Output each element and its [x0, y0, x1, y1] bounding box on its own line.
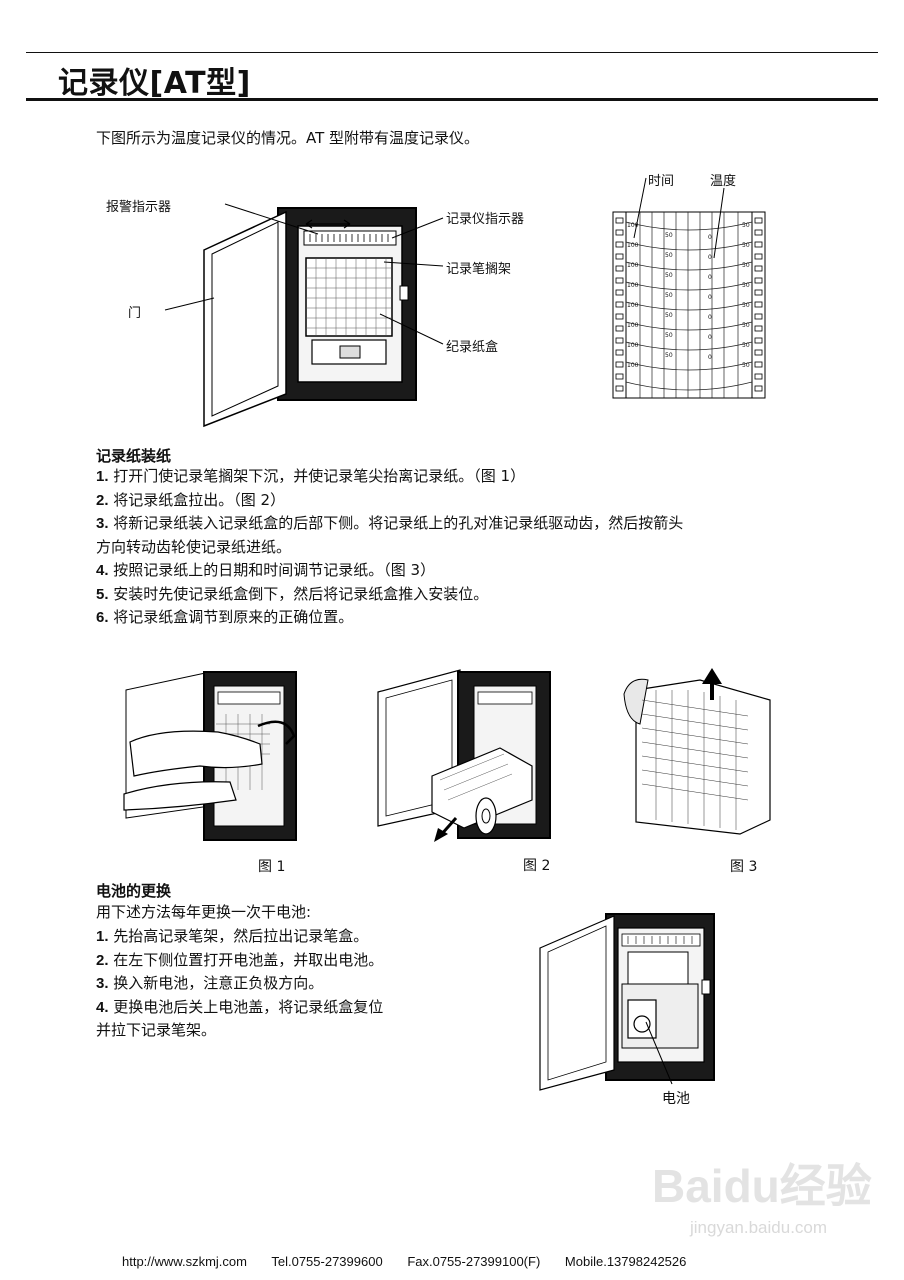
tick-label: 100: [627, 222, 639, 229]
step-item: 方向转动齿轮使记录纸进纸。: [96, 536, 856, 560]
step-number: 2.: [96, 491, 109, 509]
step-item: 5. 安装时先使记录纸盒倒下，然后将记录纸盒推入安装位。: [96, 583, 856, 607]
figure-2-caption: 图 2: [523, 858, 551, 874]
tick-label: 50: [742, 302, 750, 309]
watermark-url: jingyan.baidu.com: [690, 1218, 828, 1237]
step-item: 3. 将新记录纸装入记录纸盒的后部下侧。将记录纸上的孔对准记录纸驱动齿，然后按箭…: [96, 512, 856, 536]
tick-label: 0: [708, 354, 712, 361]
footer-fax: Fax.0755-27399100(F): [407, 1254, 541, 1269]
tick-label: 0: [708, 274, 712, 281]
footer-website: http://www.szkmj.com: [122, 1254, 247, 1269]
label-paper-box: 纪录纸盒: [446, 340, 499, 355]
step-number: 2.: [96, 951, 109, 969]
step-text: 更换电池后关上电池盖，将记录纸盒复位: [108, 997, 384, 1016]
step-text: 先抬高记录笔架，然后拉出记录笔盒。: [108, 927, 369, 945]
step-item: 1. 先抬高记录笔架，然后拉出记录笔盒。: [96, 925, 516, 949]
battery-steps-list: 1. 先抬高记录笔架，然后拉出记录笔盒。 2. 在左下侧位置打开电池盖，并取出电…: [96, 925, 516, 1043]
step-item: 并拉下记录笔架。: [96, 1019, 516, 1043]
step-number: 4.: [96, 998, 109, 1016]
step-text: 打开门使记录笔搁架下沉，并使记录笔尖抬离记录纸。（图 1）: [108, 467, 526, 485]
tick-label: 50: [742, 262, 750, 269]
footer-contact: http://www.szkmj.com Tel.0755-27399600 F…: [122, 1254, 706, 1269]
step-text: 将记录纸盒拉出。（图 2）: [108, 490, 286, 509]
step-text: 并拉下记录笔架。: [96, 1021, 217, 1039]
step-text: 方向转动齿轮使记录纸进纸。: [96, 537, 292, 556]
tick-label: 0: [708, 334, 712, 341]
figure-1-caption: 图 1: [258, 859, 286, 875]
tick-label: 50: [665, 352, 673, 359]
step-text: 在左下侧位置打开电池盖，并取出电池。: [108, 950, 384, 969]
tick-label: 100: [627, 282, 639, 289]
tick-label: 100: [627, 362, 639, 369]
watermark-logo: Baidu经验: [652, 1160, 872, 1212]
paper-section-heading: 记录纸装纸: [96, 447, 172, 465]
step-text: 按照记录纸上的日期和时间调节记录纸。（图 3）: [108, 561, 436, 579]
label-door: 门: [128, 306, 142, 321]
tick-label: 50: [742, 242, 750, 249]
chart-ticks-left: 100 100 100 100 100 100 100 100: [627, 216, 647, 376]
step-number: 1.: [96, 928, 109, 945]
tick-label: 100: [627, 262, 639, 269]
step-text: 换入新电池，注意正负极方向。: [108, 974, 324, 992]
battery-label: 电池: [662, 1091, 690, 1107]
step-item: 2. 在左下侧位置打开电池盖，并取出电池。: [96, 949, 516, 973]
step-number: 5.: [96, 585, 109, 603]
tick-label: 0: [708, 314, 712, 321]
step-item: 1. 打开门使记录笔搁架下沉，并使记录笔尖抬离记录纸。（图 1）: [96, 465, 856, 489]
chart-ticks-right: 50 50 50 50 50 50 50 50: [742, 216, 754, 376]
tick-label: 50: [665, 332, 673, 339]
footer-tel: Tel.0755-27399600: [271, 1254, 383, 1269]
tick-label: 50: [742, 222, 750, 229]
figure-3-caption: 图 3: [730, 859, 758, 875]
step-number: 3.: [96, 975, 109, 992]
tick-label: 0: [708, 234, 712, 241]
footer-mobile: Mobile.13798242526: [564, 1254, 687, 1269]
tick-label: 50: [742, 282, 750, 289]
step-item: 2. 将记录纸盒拉出。（图 2）: [96, 489, 856, 513]
tick-label: 100: [627, 322, 639, 329]
tick-label: 100: [627, 342, 639, 349]
step-item: 4. 按照记录纸上的日期和时间调节记录纸。（图 3）: [96, 559, 856, 583]
step-number: 6.: [96, 609, 109, 626]
intro-text: 下图所示为温度记录仪的情况。AT 型附带有温度记录仪。: [96, 129, 480, 147]
step-number: 4.: [96, 562, 109, 579]
tick-label: 0: [708, 254, 712, 261]
step-item: 4. 更换电池后关上电池盖，将记录纸盒复位: [96, 996, 516, 1020]
tick-label: 100: [627, 302, 639, 309]
tick-label: 50: [665, 312, 673, 319]
tick-label: 50: [665, 272, 673, 279]
battery-section-heading: 电池的更换: [96, 882, 172, 900]
tick-label: 50: [665, 292, 673, 299]
step-number: 1.: [96, 468, 109, 485]
step-text: 将新记录纸装入记录纸盒的后部下侧。将记录纸上的孔对准记录纸驱动齿，然后按箭头: [108, 514, 684, 532]
step-text: 将记录纸盒调节到原来的正确位置。: [108, 608, 354, 626]
page-title: 记录仪[AT型]: [58, 66, 251, 101]
tick-label: 50: [665, 232, 673, 239]
step-number: 3.: [96, 515, 109, 532]
tick-label: 50: [742, 362, 750, 369]
header-rule-bottom: [26, 98, 878, 101]
label-time: 时间: [648, 174, 675, 189]
tick-label: 100: [627, 242, 639, 249]
tick-label: 50: [665, 252, 673, 259]
tick-label: 50: [742, 322, 750, 329]
battery-intro: 用下述方法每年更换一次干电池:: [96, 903, 312, 921]
step-item: 3. 换入新电池，注意正负极方向。: [96, 972, 516, 996]
label-recorder-indicator: 记录仪指示器: [446, 212, 525, 227]
paper-steps-list: 1. 打开门使记录笔搁架下沉，并使记录笔尖抬离记录纸。（图 1） 2. 将记录纸…: [96, 465, 856, 630]
tick-label: 0: [708, 294, 712, 301]
label-pen-holder: 记录笔搁架: [446, 262, 512, 277]
chart-ticks-zero: 0 0 0 0 0 0 0: [708, 228, 718, 368]
tick-label: 50: [742, 342, 750, 349]
header-rule-top: [26, 52, 878, 53]
chart-ticks-middle: 50 50 50 50 50 50 50: [665, 226, 679, 366]
step-item: 6. 将记录纸盒调节到原来的正确位置。: [96, 606, 856, 630]
label-temperature: 温度: [710, 174, 737, 189]
step-text: 安装时先使记录纸盒倒下，然后将记录纸盒推入安装位。: [108, 584, 489, 603]
label-alarm-indicator: 报警指示器: [106, 200, 172, 215]
